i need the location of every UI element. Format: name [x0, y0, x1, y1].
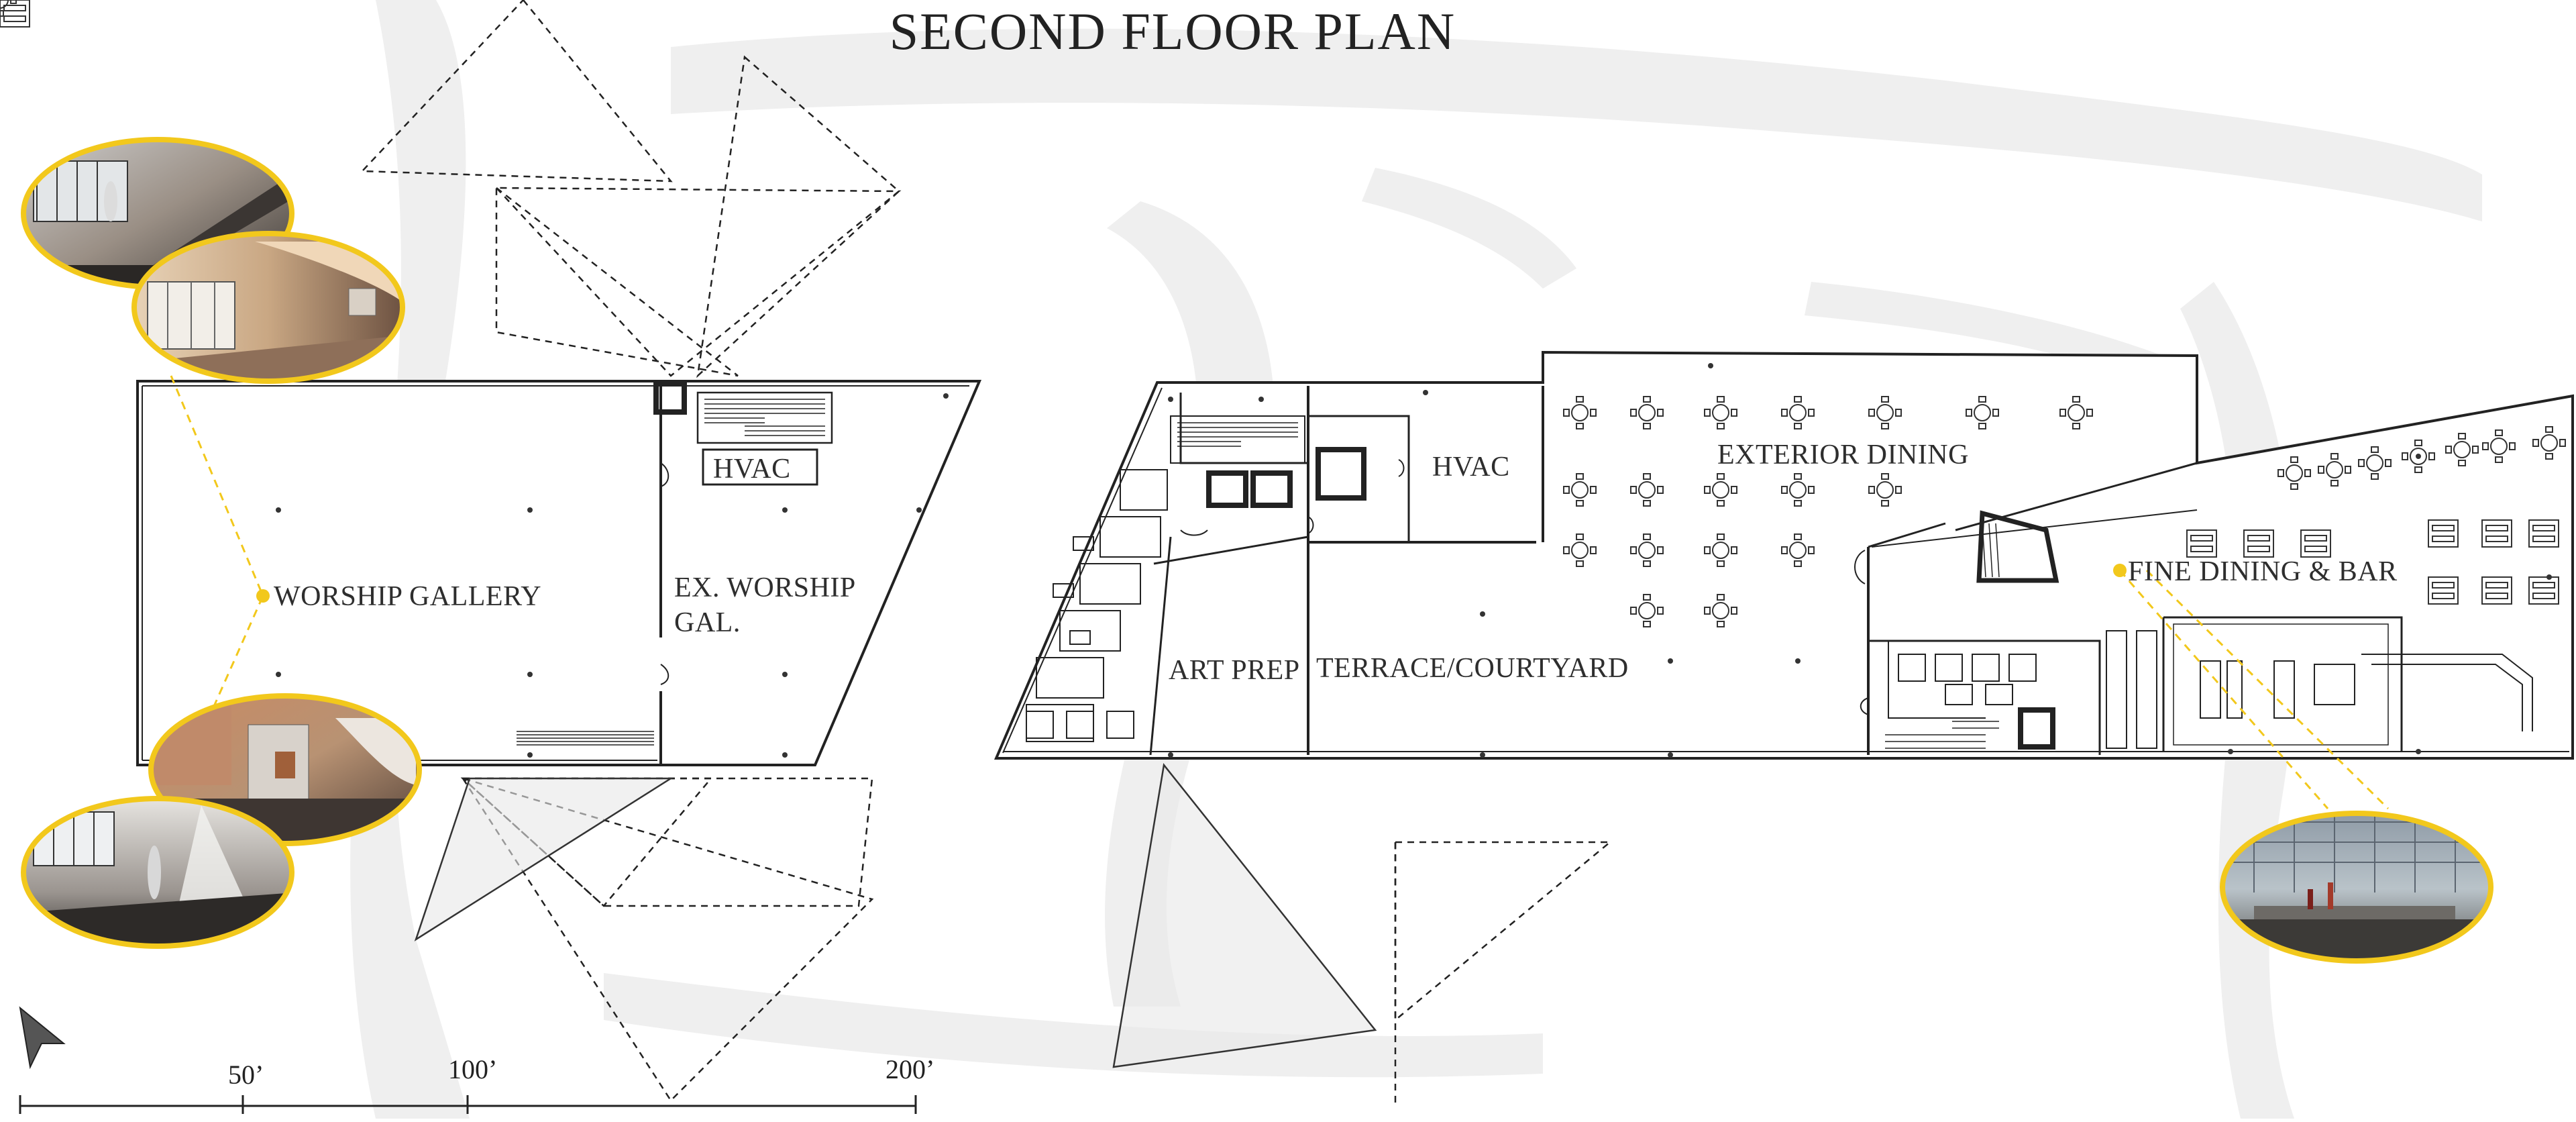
room-label-worship-gallery: WORSHIP GALLERY	[274, 581, 542, 612]
dining-tables	[0, 0, 2566, 627]
room-label-ex-worship-line2: GAL.	[674, 607, 741, 638]
north-arrow-icon	[19, 1006, 66, 1070]
booth-tables	[0, 0, 2559, 605]
room-label-fine-dining: FINE DINING & BAR	[2128, 556, 2398, 587]
worship-gallery-marker	[256, 589, 270, 603]
scale-label-100: 100’	[448, 1054, 498, 1084]
scale-label-200: 200’	[885, 1054, 935, 1084]
left-columns	[276, 393, 949, 758]
page-title: SECOND FLOOR PLAN	[889, 2, 1456, 60]
render-thumbnail-4	[21, 796, 294, 949]
fine-dining-marker	[2113, 564, 2127, 577]
right-columns	[1168, 363, 2552, 758]
left-building	[136, 380, 982, 766]
room-label-hvac-left: HVAC	[713, 454, 791, 484]
room-label-art-prep: ART PREP	[1169, 655, 1300, 686]
photo-leader-lines	[170, 375, 2390, 810]
room-label-exterior-dining: EXTERIOR DINING	[1717, 440, 1969, 470]
right-building	[994, 350, 2574, 760]
room-label-hvac-right: HVAC	[1432, 452, 1510, 482]
scale-label-50: 50’	[228, 1060, 264, 1090]
render-thumbnail-3	[148, 693, 422, 846]
solid-overlay-triangles	[414, 763, 1377, 1068]
render-thumbnail-5	[2220, 811, 2493, 964]
scale-bar	[19, 1095, 917, 1114]
render-thumbnail-2	[131, 231, 405, 384]
room-label-ex-worship-line1: EX. WORSHIP	[674, 572, 856, 603]
room-label-terrace: TERRACE/COURTYARD	[1316, 653, 1629, 684]
